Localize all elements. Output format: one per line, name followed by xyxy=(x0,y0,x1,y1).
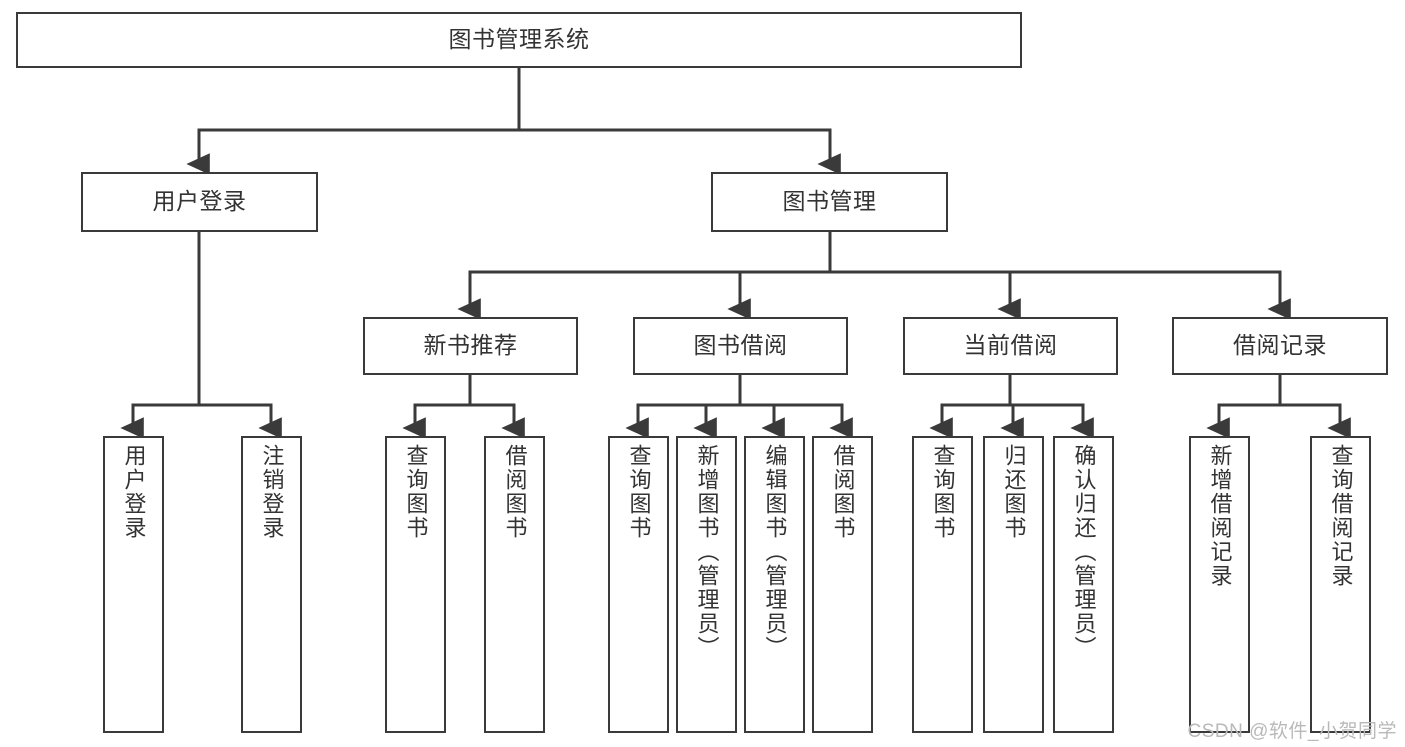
node-leaf-user-login-label: 用户登录 xyxy=(121,444,147,540)
node-book-borrow-label: 图书借阅 xyxy=(693,332,788,359)
node-leaf-add-book-label: 新增图书（管理员） xyxy=(694,444,720,660)
node-leaf-return-book[interactable]: 归还图书 xyxy=(983,436,1044,733)
node-leaf-logout-label: 注销登录 xyxy=(259,444,285,540)
node-leaf-query-book-1[interactable]: 查询图书 xyxy=(385,436,446,733)
node-borrow-record[interactable]: 借阅记录 xyxy=(1172,317,1388,375)
node-leaf-query-book-3[interactable]: 查询图书 xyxy=(912,436,973,733)
node-leaf-borrow-book-1[interactable]: 借阅图书 xyxy=(484,436,545,733)
node-borrow-record-label: 借阅记录 xyxy=(1233,332,1327,359)
node-current-borrow[interactable]: 当前借阅 xyxy=(903,317,1118,375)
node-leaf-borrow-book-1-label: 借阅图书 xyxy=(502,444,528,540)
node-current-borrow-label: 当前借阅 xyxy=(963,332,1058,359)
watermark: CSDN @软件_小贺同学 xyxy=(1187,721,1397,742)
node-leaf-user-login[interactable]: 用户登录 xyxy=(103,436,164,733)
node-leaf-query-book-3-label: 查询图书 xyxy=(930,444,956,540)
node-leaf-confirm-return[interactable]: 确认归还（管理员） xyxy=(1053,436,1114,733)
node-new-book-recommend[interactable]: 新书推荐 xyxy=(363,317,578,375)
node-leaf-confirm-return-label: 确认归还（管理员） xyxy=(1071,444,1097,660)
node-new-book-recommend-label: 新书推荐 xyxy=(423,332,518,359)
node-leaf-return-book-label: 归还图书 xyxy=(1001,444,1027,540)
node-leaf-borrow-book-2[interactable]: 借阅图书 xyxy=(812,436,873,733)
node-leaf-add-record[interactable]: 新增借阅记录 xyxy=(1189,436,1250,733)
node-leaf-add-record-label: 新增借阅记录 xyxy=(1207,444,1233,588)
node-leaf-edit-book-label: 编辑图书（管理员） xyxy=(762,444,788,660)
node-root[interactable]: 图书管理系统 xyxy=(16,12,1022,68)
node-leaf-query-book-1-label: 查询图书 xyxy=(403,444,429,540)
node-book-manage-label: 图书管理 xyxy=(782,188,877,215)
node-book-manage[interactable]: 图书管理 xyxy=(711,172,948,232)
node-leaf-edit-book[interactable]: 编辑图书（管理员） xyxy=(744,436,805,733)
node-leaf-borrow-book-2-label: 借阅图书 xyxy=(830,444,856,540)
node-leaf-query-record[interactable]: 查询借阅记录 xyxy=(1310,436,1371,733)
node-root-label: 图书管理系统 xyxy=(448,26,590,53)
node-leaf-query-book-2[interactable]: 查询图书 xyxy=(608,436,669,733)
node-leaf-query-record-label: 查询借阅记录 xyxy=(1328,444,1354,588)
node-user-login[interactable]: 用户登录 xyxy=(81,172,318,232)
node-leaf-query-book-2-label: 查询图书 xyxy=(626,444,652,540)
node-user-login-label: 用户登录 xyxy=(152,188,247,215)
node-leaf-logout[interactable]: 注销登录 xyxy=(241,436,302,733)
node-book-borrow[interactable]: 图书借阅 xyxy=(633,317,848,375)
node-leaf-add-book[interactable]: 新增图书（管理员） xyxy=(676,436,737,733)
